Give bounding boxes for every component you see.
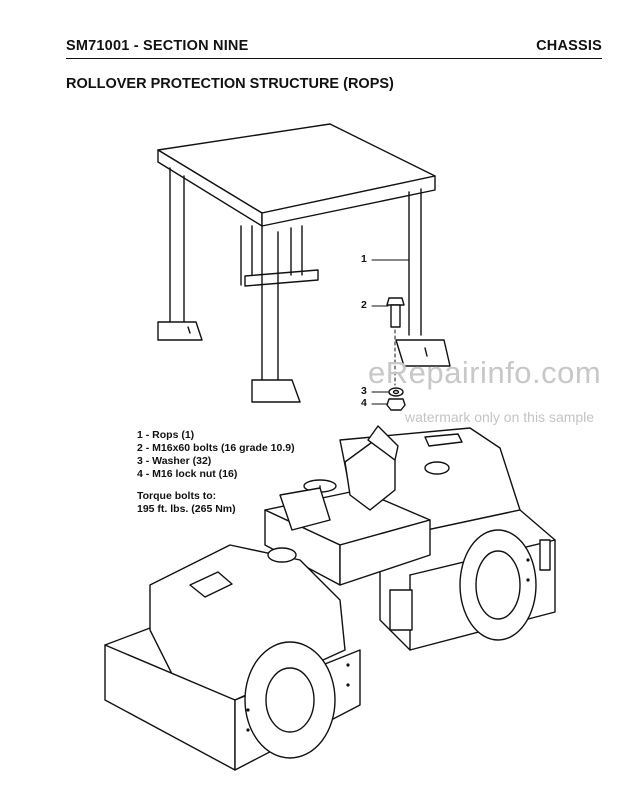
callout-2: 2 xyxy=(361,299,367,311)
callout-3: 3 xyxy=(361,385,367,397)
torque-note: Torque bolts to: 195 ft. lbs. (265 Nm) xyxy=(137,490,236,516)
legend-item: 3 - Washer (32) xyxy=(137,455,212,467)
rops-structure xyxy=(157,123,451,403)
parts-legend: 1 - Rops (1) 2 - M16x60 bolts (16 grade … xyxy=(137,429,295,481)
callout-4: 4 xyxy=(361,397,367,409)
legend-item: 1 - Rops (1) xyxy=(137,429,195,441)
legend-item: 4 - M16 lock nut (16) xyxy=(137,468,238,480)
bolt-part xyxy=(386,297,405,386)
legend-item: 2 - M16x60 bolts (16 grade 10.9) xyxy=(137,442,295,454)
page-header: SM71001 - SECTION NINE CHASSIS xyxy=(66,36,602,59)
page-title: ROLLOVER PROTECTION STRUCTURE (ROPS) xyxy=(66,76,394,92)
torque-value: 195 ft. lbs. (265 Nm) xyxy=(137,503,236,515)
torque-label: Torque bolts to: xyxy=(137,490,217,502)
washer-nut-parts xyxy=(386,387,406,411)
header-section: SM71001 - SECTION NINE xyxy=(66,38,249,54)
roller-machine xyxy=(104,425,556,771)
callout-1: 1 xyxy=(361,253,367,265)
watermark-site: eRepairinfo.com xyxy=(368,355,602,390)
watermark-note: watermark only on this sample xyxy=(405,409,595,425)
header-chapter: CHASSIS xyxy=(536,38,602,54)
